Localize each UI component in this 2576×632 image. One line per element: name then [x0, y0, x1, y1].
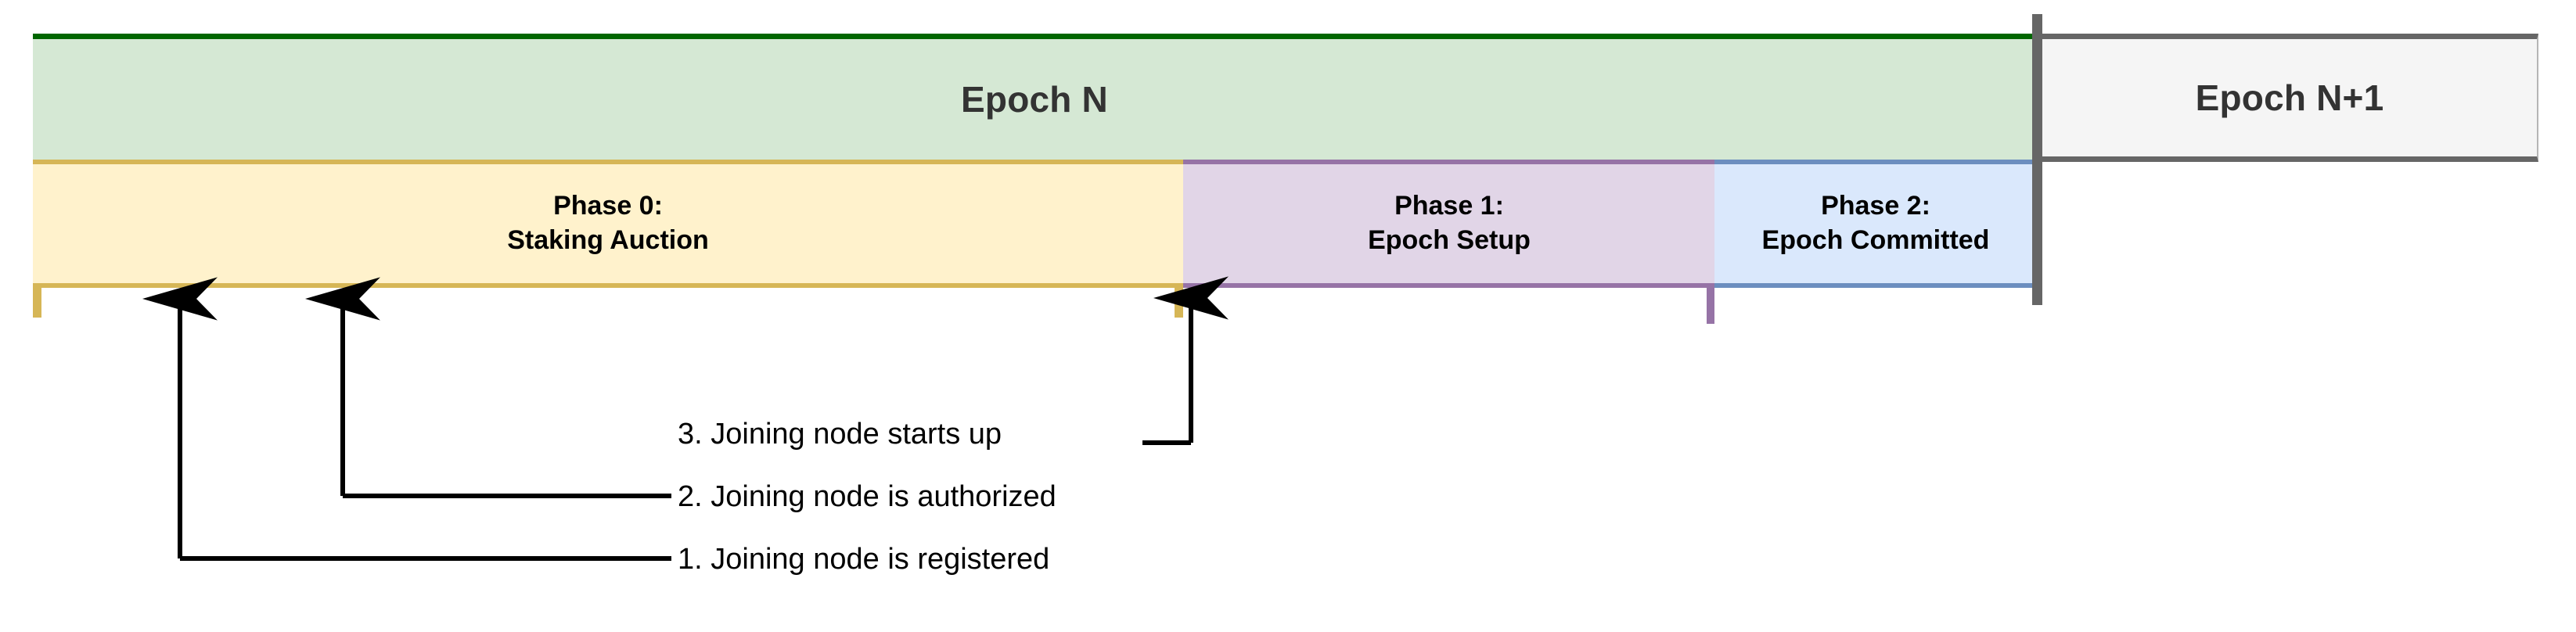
phase-1-subtitle: Epoch Setup	[1368, 225, 1531, 255]
phase-1-title: Phase 1:	[1394, 191, 1504, 221]
epoch-boundary-divider	[2032, 14, 2042, 305]
phase-2-subtitle: Epoch Committed	[1761, 225, 1990, 255]
phase-2-title: Phase 2:	[1821, 191, 1930, 221]
epoch-n-plus-1-label: Epoch N+1	[2195, 77, 2384, 118]
callout-1-label: 1. Joining node is registered	[678, 543, 1050, 576]
callout-1-leader	[142, 277, 671, 561]
epoch-n-label: Epoch N	[961, 79, 1108, 120]
phase-0-title: Phase 0:	[553, 191, 663, 221]
phase-0-subtitle: Staking Auction	[507, 225, 709, 255]
callout-2-leader	[305, 277, 671, 498]
phase-0-box[interactable]: Phase 0: Staking Auction	[33, 160, 1183, 288]
epoch-n-box[interactable]: Epoch N	[33, 34, 2036, 160]
callout-3-leader	[1142, 276, 1229, 445]
callout-3-label: 3. Joining node starts up	[678, 418, 1002, 451]
callout-2-label: 2. Joining node is authorized	[678, 480, 1056, 513]
phase-1-box[interactable]: Phase 1: Epoch Setup	[1183, 160, 1715, 288]
epoch-n-plus-1-box[interactable]: Epoch N+1	[2042, 34, 2538, 162]
phase-2-box[interactable]: Phase 2: Epoch Committed	[1714, 160, 2037, 288]
